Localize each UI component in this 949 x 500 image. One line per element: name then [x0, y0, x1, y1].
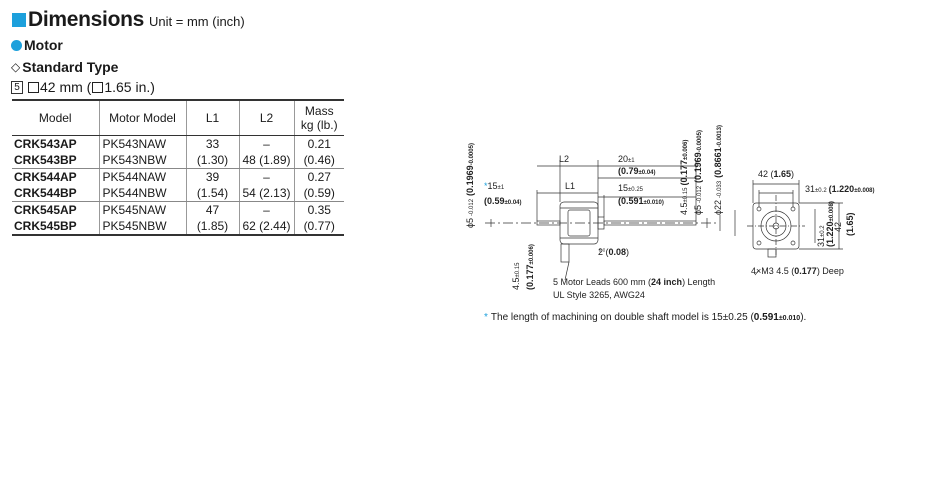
label-shaft-phi5-right: ϕ5-0.012(0.1969-0.0005) — [693, 130, 703, 215]
label-leads-2: UL Style 3265, AWG24 — [553, 290, 645, 300]
frame-size-text-a: 42 mm ( — [40, 79, 92, 95]
motor-heading-label: Motor — [24, 37, 63, 53]
section-square-icon — [12, 13, 26, 27]
asterisk-icon: * — [484, 312, 488, 323]
col-header-motor-model: Motor Model — [98, 99, 186, 136]
cell-motor-model: PK544NBW — [98, 185, 186, 202]
frame-size-line: 5 42 mm ( 1.65 in.) — [11, 79, 155, 95]
cell-model: CRK544BP — [12, 185, 99, 202]
bullet-dot-icon — [11, 39, 22, 51]
col-header-l1: L1 — [185, 99, 239, 136]
frame-size-badge: 5 — [11, 80, 23, 94]
cell-motor-model: PK543NAW — [98, 135, 186, 152]
label-face-v1220: (1.220±0.008) — [825, 201, 835, 247]
cell-model: CRK543BP — [12, 152, 99, 169]
label-45-left: 4.5±0.15 — [511, 262, 521, 290]
cell-l1: 47 — [185, 201, 239, 218]
motor-heading: Motor — [11, 37, 63, 53]
cell-mass: (0.59) — [293, 185, 344, 202]
machining-note: *The length of machining on double shaft… — [484, 312, 806, 323]
cell-motor-model: PK545NAW — [98, 201, 186, 218]
cell-l2: 62 (2.44) — [238, 218, 294, 236]
cell-motor-model: PK543NBW — [98, 152, 186, 169]
dimension-drawing: L2 20±1 (0.79±0.04) L1 15±0.25 (0.591±0.… — [465, 125, 875, 300]
label-leads-1: 5 Motor Leads 600 mm (24 inch) Length — [553, 277, 715, 287]
cell-model: CRK545AP — [14, 203, 77, 217]
label-holes: 4×M3 4.5 (0.177) Deep — [751, 266, 844, 276]
cell-motor-model: PK544NAW — [98, 168, 186, 185]
label-face-v165: (1.65) — [845, 212, 855, 236]
table-row: CRK544BP PK544NBW (1.54) 54 (2.13) (0.59… — [12, 185, 344, 202]
unit-label: Unit = mm (inch) — [149, 14, 245, 29]
table-row: CRK545BP PK545NBW (1.85) 62 (2.44) (0.77… — [12, 218, 344, 236]
cell-model: CRK543AP — [14, 137, 77, 151]
col-header-l2: L2 — [238, 99, 294, 136]
cell-mass: 0.35 — [293, 201, 344, 218]
cell-model: CRK545BP — [12, 218, 99, 236]
cell-mass: 0.27 — [293, 168, 344, 185]
dimensions-header: Dimensions Unit = mm (inch) — [12, 8, 245, 32]
frame-size-text-b: 1.65 in.) — [104, 79, 155, 95]
page-title: Dimensions — [28, 8, 145, 31]
label-l2: L2 — [559, 154, 569, 164]
cell-l2: – — [238, 135, 294, 152]
table-row: CRK543AP PK543NAW 33 – 0.21 — [12, 135, 344, 152]
square-symbol-icon — [92, 81, 104, 93]
cell-motor-model: PK545NBW — [98, 218, 186, 236]
cell-model: CRK544AP — [14, 170, 77, 184]
cell-l2: 48 (1.89) — [238, 152, 294, 169]
cell-l1: 33 — [185, 135, 239, 152]
standard-type-label: Standard Type — [22, 59, 119, 75]
cell-mass: (0.46) — [293, 152, 344, 169]
label-face-v31: 31±0.2 — [816, 225, 826, 247]
cell-l1: (1.54) — [185, 185, 239, 202]
label-shaft-phi5-left: ϕ5-0.012(0.1969-0.0005) — [465, 143, 475, 228]
cell-mass: 0.21 — [293, 135, 344, 152]
note-text-a: The length of machining on double shaft … — [490, 312, 754, 323]
label-0177-left: (0.177±0.006) — [525, 244, 535, 290]
note-text-b: 0.591 — [753, 312, 779, 323]
square-symbol-icon — [28, 81, 39, 93]
note-text-d: ). — [800, 312, 807, 323]
label-pilot-phi22: ϕ22-0.033(0.8661-0.0013) — [713, 125, 723, 215]
label-20: 20±1 — [618, 154, 635, 164]
cell-l1: (1.30) — [185, 152, 239, 169]
label-15-star: *15±1 — [484, 181, 505, 191]
label-dim-2: 2 (0.08) — [598, 247, 629, 257]
cell-l1: 39 — [185, 168, 239, 185]
diamond-icon: ◇ — [11, 60, 21, 74]
table-row: CRK545AP PK545NAW 47 – 0.35 — [12, 201, 344, 218]
standard-type-heading: ◇ Standard Type — [11, 59, 118, 75]
table-row: CRK543BP PK543NBW (1.30) 48 (1.89) (0.46… — [12, 152, 344, 169]
label-059: (0.59±0.04) — [484, 196, 521, 206]
label-shaft-45: 4.5±0.15(0.177±0.006) — [679, 140, 689, 215]
label-face-31: 31±0.2(1.220±0.008) — [805, 184, 875, 194]
cell-mass: (0.77) — [293, 218, 344, 236]
label-15: 15±0.25 — [618, 183, 644, 193]
lead-wires — [560, 243, 570, 263]
label-face-v42: 42 — [833, 222, 843, 232]
label-l1: L1 — [565, 181, 575, 191]
cell-l2: 54 (2.13) — [238, 185, 294, 202]
cell-l1: (1.85) — [185, 218, 239, 236]
label-0591: (0.591±0.010) — [618, 196, 664, 206]
note-text-c: ±0.010 — [778, 315, 801, 322]
col-header-model: Model — [12, 99, 99, 136]
cell-l2: – — [238, 201, 294, 218]
table-row: CRK544AP PK544NAW 39 – 0.27 — [12, 168, 344, 185]
cell-l2: – — [238, 168, 294, 185]
label-face-42: 42 (1.65) — [758, 169, 794, 179]
label-079: (0.79±0.04) — [618, 166, 655, 176]
